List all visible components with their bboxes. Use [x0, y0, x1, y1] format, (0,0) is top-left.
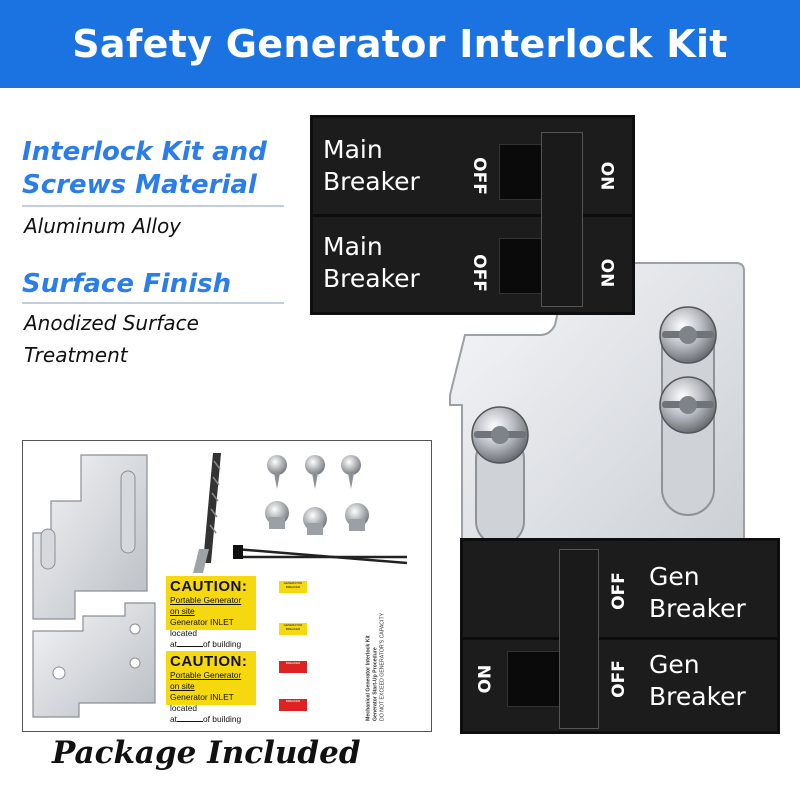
- spec-heading-material-line2: Screws Material: [22, 170, 257, 200]
- caution-title: CAUTION:: [170, 578, 248, 595]
- spec-value-finish-line2: Treatment: [24, 343, 128, 367]
- screw-icon: [267, 455, 287, 489]
- main-breaker-2-label-line2: Breaker: [323, 264, 420, 293]
- main-breaker-2-on-label: ON: [596, 258, 617, 288]
- instruction-title: Mechanical Generator Interlock Kit: [365, 635, 372, 721]
- mini-label: GENERATOR BREAKER: [279, 581, 307, 593]
- main-breaker-1-label-line1: Main: [323, 135, 383, 164]
- nut-icon: [265, 501, 289, 529]
- main-breaker-panel: Main Breaker Main Breaker OFF ON OFF ON: [310, 115, 635, 315]
- gen-breaker-1-label-line1: Gen: [649, 562, 700, 591]
- caution-line: Generator INLET located: [170, 617, 234, 638]
- main-breaker-toggle-handle: [541, 132, 583, 307]
- package-caption: Package Included: [52, 735, 361, 771]
- screw-icon: [659, 306, 717, 364]
- mini-label: BREAKER: [279, 699, 307, 711]
- caution-label: CAUTION: Portable Generator on site Gene…: [166, 651, 256, 724]
- screw-icon: [305, 455, 325, 489]
- spec-heading-material-line1: Interlock Kit and: [22, 137, 267, 167]
- main-breaker-1-on-label: ON: [596, 161, 617, 191]
- page-title: Safety Generator Interlock Kit: [72, 22, 728, 66]
- caution-line: Portable Generator on site: [170, 595, 242, 616]
- panel-divider: [313, 214, 632, 217]
- cable-tie-icon: [233, 545, 408, 565]
- package-items-illustration: [32, 453, 408, 718]
- package-contents-box: CAUTION: Portable Generator on site Gene…: [22, 440, 432, 732]
- caution-label: CAUTION: Portable Generator on site Gene…: [166, 576, 256, 649]
- gen-breaker-panel: Gen Breaker Gen Breaker OFF OFF ON: [460, 538, 780, 734]
- spec-value-material: Aluminum Alloy: [24, 214, 182, 238]
- gen-breaker-1-label-line2: Breaker: [649, 594, 746, 623]
- spec-value-finish-line1: Anodized Surface: [24, 311, 199, 335]
- nut-icon: [303, 507, 327, 535]
- screw-icon: [659, 376, 717, 434]
- main-breaker-2-label-line1: Main: [323, 232, 383, 261]
- instruction-subtitle: Generator Start-Up Procedure: [372, 647, 379, 721]
- spec-divider: [22, 205, 284, 207]
- gen-breaker-2-label-line1: Gen: [649, 650, 700, 679]
- gen-breaker-2-label-line2: Breaker: [649, 682, 746, 711]
- caution-title: CAUTION:: [170, 653, 248, 670]
- interlock-plate-illustration: [449, 262, 745, 581]
- instruction-sheet: Mechanical Generator Interlock Kit Gener…: [331, 581, 421, 721]
- gen-breaker-2-off-label: OFF: [608, 660, 629, 698]
- mini-label: BREAKER: [279, 661, 307, 673]
- gen-breaker-2-on-label: ON: [475, 664, 496, 694]
- caution-line: Portable Generator on site: [170, 670, 242, 691]
- screw-icon: [471, 406, 529, 464]
- spec-divider: [22, 302, 284, 304]
- nut-icon: [345, 503, 369, 531]
- title-banner: Safety Generator Interlock Kit: [0, 0, 800, 88]
- screw-icon: [341, 455, 361, 489]
- gen-breaker-toggle-handle: [559, 549, 599, 729]
- main-breaker-1-label-line2: Breaker: [323, 167, 420, 196]
- panel-divider: [463, 637, 777, 640]
- instruction-warning: DO NOT EXCEED GENERATOR'S CAPACITY: [379, 612, 386, 721]
- interlock-plate-icon: [32, 602, 156, 718]
- mini-label: GENERATOR BREAKER: [279, 623, 307, 635]
- caution-line: Generator INLET located: [170, 692, 234, 713]
- main-breaker-2-off-label: OFF: [468, 254, 489, 292]
- drill-bit-icon: [193, 453, 221, 573]
- main-breaker-1-off-label: OFF: [468, 157, 489, 195]
- spec-heading-finish: Surface Finish: [22, 269, 232, 299]
- interlock-plate-icon: [32, 454, 148, 620]
- gen-breaker-1-off-label: OFF: [608, 572, 629, 610]
